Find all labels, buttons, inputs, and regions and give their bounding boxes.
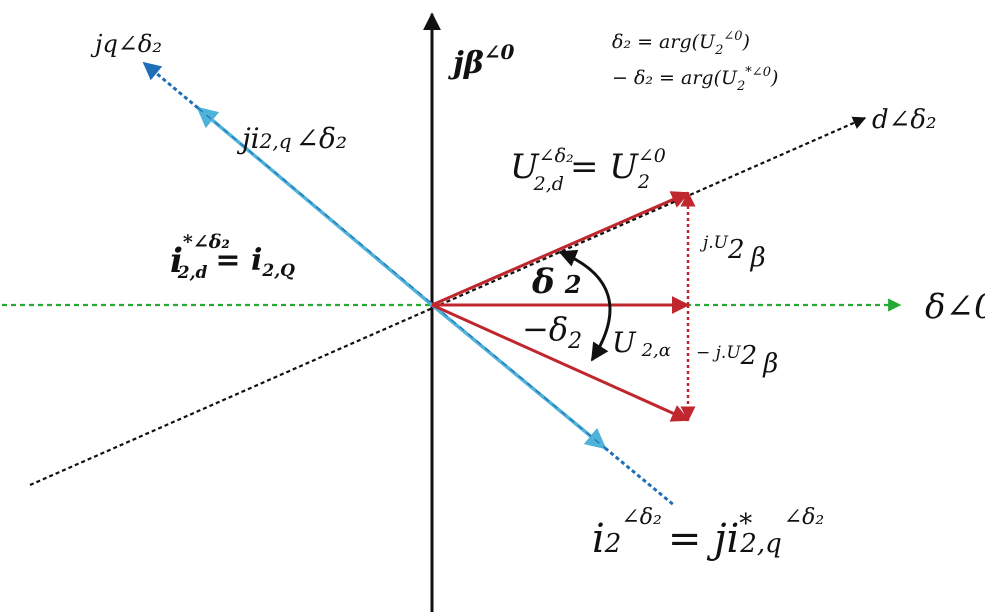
q-axis-extension-down bbox=[604, 446, 676, 508]
d-axis-label: d∠δ₂ bbox=[872, 105, 937, 135]
u2-conj-vector bbox=[431, 303, 690, 422]
angle-arc bbox=[558, 249, 612, 362]
real-axis-label: δ∠0 bbox=[925, 287, 985, 327]
neg-delta2-label: −δ2 bbox=[522, 310, 582, 354]
d-axis bbox=[29, 116, 867, 487]
u2d-vector bbox=[431, 191, 690, 307]
q-axis-extension-up bbox=[142, 61, 199, 110]
q-axis-current-up bbox=[196, 106, 434, 307]
q-axis-dash-overlay bbox=[197, 107, 606, 449]
i2-label: i2∠δ₂= ji*2,q∠δ₂ bbox=[592, 505, 824, 562]
jbeta-axis-label: jβ∠0 bbox=[448, 40, 515, 81]
jq-axis-label: jq∠δ₂ bbox=[90, 30, 162, 58]
ji2q-label: ji2,q∠δ₂ bbox=[236, 122, 347, 155]
equation-neg-delta2: − δ₂ = arg(U2*∠0) bbox=[612, 65, 778, 94]
equation-delta2: δ₂ = arg(U2∠0) bbox=[612, 29, 750, 58]
